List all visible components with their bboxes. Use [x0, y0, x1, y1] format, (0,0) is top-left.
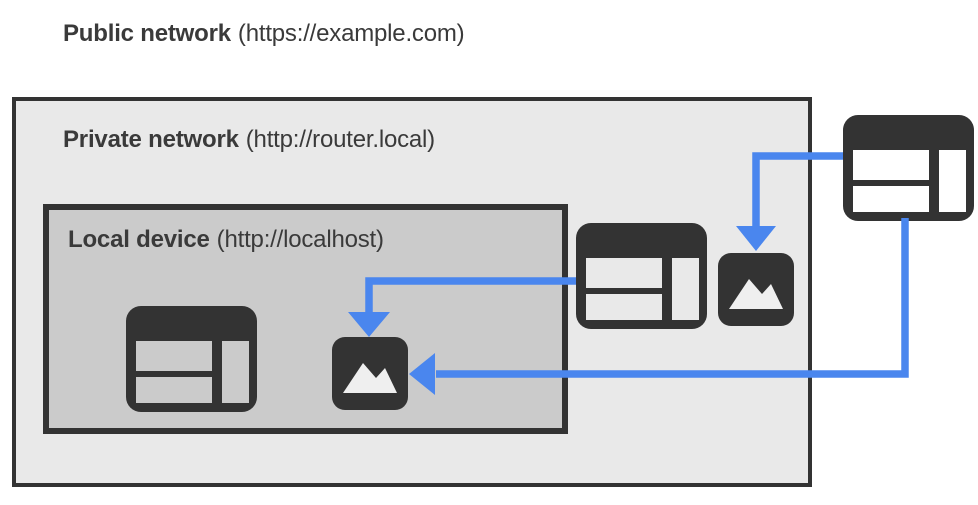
- public-network-name: Public network: [63, 20, 231, 47]
- local-device-name: Local device: [68, 226, 210, 253]
- browser-pane: [222, 341, 249, 403]
- browser-pane: [136, 377, 212, 403]
- private-network-image-icon: [718, 253, 794, 326]
- local-device-origin: (http://localhost): [216, 226, 384, 253]
- browser-pane: [672, 258, 699, 320]
- private-network-name: Private network: [63, 126, 239, 153]
- private-network-browser-icon: [576, 223, 707, 329]
- browser-pane: [586, 294, 662, 320]
- local-device-box: Local device(http://localhost): [43, 204, 568, 434]
- browser-pane: [939, 150, 966, 212]
- browser-pane: [136, 341, 212, 371]
- mountain-glyph-icon: [729, 279, 783, 309]
- browser-pane: [853, 186, 929, 212]
- mountain-glyph-icon: [343, 363, 397, 393]
- private-network-origin: (http://router.local): [245, 126, 435, 153]
- public-network-label: Public network(https://example.com): [63, 20, 465, 49]
- local-device-browser-icon: [126, 306, 257, 412]
- private-network-label: Private network(http://router.local): [63, 126, 435, 155]
- private-network-box: Private network(http://router.local) Loc…: [12, 97, 812, 487]
- public-network-browser-icon: [843, 115, 974, 221]
- local-device-image-icon: [332, 337, 408, 410]
- public-network-origin: (https://example.com): [237, 20, 465, 47]
- browser-pane: [853, 150, 929, 180]
- local-device-label: Local device(http://localhost): [68, 226, 384, 255]
- browser-pane: [586, 258, 662, 288]
